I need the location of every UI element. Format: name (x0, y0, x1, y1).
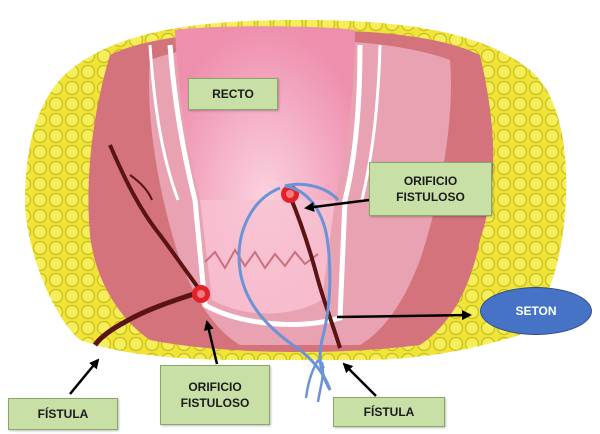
label-orificio-fistuloso-bottom: ORIFICIO FISTULOSO (160, 365, 270, 425)
label-orificio-fistuloso-top: ORIFICIO FISTULOSO (369, 162, 492, 216)
label-seton: SETON (480, 287, 592, 335)
label-recto: RECTO (188, 78, 278, 110)
label-line: ORIFICIO (404, 173, 457, 189)
label-line: FISTULOSO (396, 189, 465, 205)
label-fistula-left: FÍSTULA (8, 398, 118, 430)
label-line: FISTULOSO (181, 395, 250, 411)
seton-knot (306, 360, 324, 402)
label-fistula-right: FÍSTULA (333, 397, 445, 427)
label-line: ORIFICIO (188, 379, 241, 395)
fistulous-opening-bottom (192, 285, 210, 303)
